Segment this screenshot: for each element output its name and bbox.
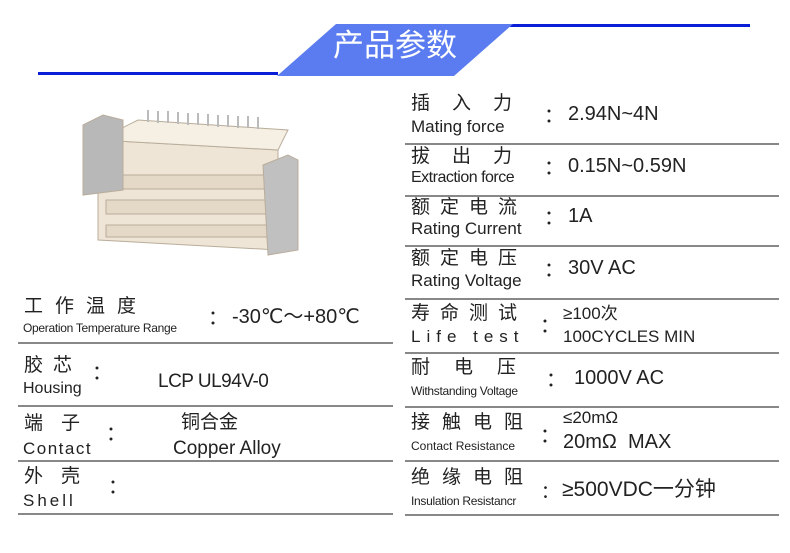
- spec-value-cn: ≤20mΩ: [563, 408, 619, 427]
- colon: ：: [106, 423, 126, 445]
- colon: ：: [546, 369, 566, 391]
- spec-label-en: Rating Voltage: [411, 271, 522, 290]
- spec-label-en: Insulation Resistancr: [411, 494, 517, 508]
- spec-label-cn: 拔出力: [411, 146, 535, 167]
- divider: [405, 406, 779, 408]
- divider: [18, 513, 393, 515]
- colon: ：: [544, 207, 564, 229]
- spec-value: 100CYCLES MIN: [563, 327, 696, 346]
- page-title: 产品参数: [333, 28, 457, 63]
- spec-label-en: Contact: [23, 439, 93, 458]
- colon: ：: [540, 425, 560, 447]
- spec-label-en: Housing: [23, 380, 82, 397]
- spec-label-cn: 耐电压: [411, 357, 541, 378]
- colon: ：: [540, 315, 560, 337]
- divider: [18, 342, 393, 344]
- spec-label-cn: 端子: [24, 413, 99, 434]
- spec-label-en: Mating force: [411, 117, 505, 136]
- colon: ：: [208, 307, 228, 329]
- colon: ：: [544, 157, 564, 179]
- spec-label-cn: 寿命测试: [411, 303, 528, 324]
- spec-label-cn: 插入力: [411, 93, 535, 114]
- divider: [18, 405, 393, 407]
- colon: ：: [92, 362, 112, 384]
- spec-label-en: Life test: [411, 327, 525, 346]
- spec-label-cn: 接触电阻: [411, 412, 536, 433]
- spec-value: ≥500VDC一分钟: [562, 478, 716, 501]
- spec-label-en: Shell: [23, 491, 76, 510]
- spec-label-en: Rating Current: [411, 219, 522, 238]
- divider: [405, 195, 779, 197]
- spec-value: 1A: [568, 205, 593, 227]
- spec-label-cn: 工作温度: [24, 296, 149, 317]
- spec-label-en: Contact Resistance: [411, 439, 516, 453]
- spec-label-cn: 额定电流: [411, 197, 528, 218]
- spec-value: Copper Alloy: [173, 438, 281, 459]
- spec-value: 0.15N~0.59N: [568, 155, 687, 177]
- connector-product-image: [82, 110, 299, 256]
- divider: [18, 460, 393, 462]
- divider: [405, 298, 779, 300]
- divider: [405, 460, 779, 462]
- header-line-right: [510, 24, 750, 27]
- colon: ：: [541, 482, 559, 502]
- spec-label-cn: 绝缘电阻: [411, 467, 536, 488]
- spec-label-en: Extraction force: [411, 169, 515, 186]
- colon: ：: [108, 476, 128, 498]
- spec-label-cn: 外壳: [24, 466, 99, 487]
- divider: [405, 514, 779, 516]
- spec-value: LCP UL94V-0: [158, 371, 269, 392]
- colon: ：: [544, 259, 564, 281]
- spec-value: 20mΩ MAX: [563, 431, 672, 453]
- spec-label-en: Withstanding Voltage: [411, 384, 518, 398]
- divider: [405, 143, 779, 145]
- spec-value-cn: 铜合金: [181, 412, 239, 433]
- divider: [405, 352, 779, 354]
- spec-value: -30℃～+80℃: [232, 306, 360, 328]
- spec-value: 30V AC: [568, 257, 636, 279]
- spec-value: 1000V AC: [574, 367, 665, 389]
- spec-value: 2.94N~4N: [568, 103, 659, 125]
- divider: [405, 245, 779, 247]
- header-line-left: [38, 72, 278, 75]
- spec-label-cn: 额定电压: [411, 248, 528, 269]
- spec-label-en: Operation Temperature Range: [23, 321, 177, 335]
- colon: ：: [544, 105, 564, 127]
- spec-label-cn: 胶芯: [24, 355, 83, 376]
- spec-value-cn: ≥100次: [563, 304, 618, 323]
